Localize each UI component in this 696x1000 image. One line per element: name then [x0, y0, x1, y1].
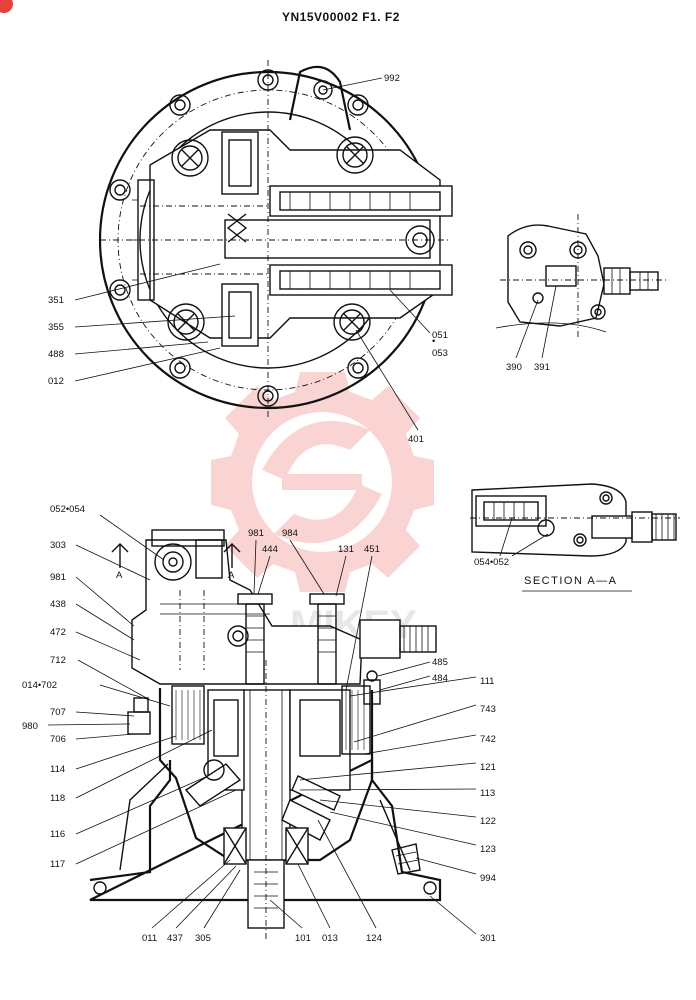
callout-303: 303: [50, 540, 66, 551]
corner-badge: [0, 0, 13, 13]
callout-390: 390: [506, 362, 522, 373]
callout-707: 707: [50, 707, 66, 718]
callout-054-052: 054•052: [474, 557, 509, 568]
callout-401: 401: [408, 434, 424, 445]
watermark-logo: [211, 372, 434, 592]
callout-051: 051: [432, 330, 448, 341]
callout-980: 980: [22, 721, 38, 732]
callout-305: 305: [195, 933, 211, 944]
callout-355: 355: [48, 322, 64, 333]
side-section-view: A A: [89, 529, 442, 940]
callout-114: 114: [50, 764, 65, 775]
callout-351: 351: [48, 295, 64, 306]
callout-743: 743: [480, 704, 496, 715]
callout-011: 011: [142, 933, 157, 944]
callout-712: 712: [50, 655, 66, 666]
callout-451: 451: [364, 544, 380, 555]
callout-391: 391: [534, 362, 550, 373]
top-view: [98, 60, 453, 420]
callout-014-702: 014•702: [22, 680, 57, 691]
callout-437: 437: [167, 933, 183, 944]
section-arrow-label: A: [116, 570, 123, 581]
callout-992: 992: [384, 73, 400, 84]
callout-101: 101: [295, 933, 311, 944]
callout-118: 118: [50, 793, 65, 804]
callout-121: 121: [480, 762, 496, 773]
section-arrow-label: A: [228, 570, 235, 581]
drawing-title: YN15V00002 F1. F2: [282, 10, 400, 24]
callout-111: 111: [480, 676, 494, 687]
top-view-callouts: 992 351 355 488 012 051 • 053 401: [48, 73, 448, 445]
callout-484: 484: [432, 673, 448, 684]
svg-text:•: •: [432, 336, 435, 347]
callout-984: 984: [282, 528, 298, 539]
section-a-a-view: 054•052 SECTION A—A: [470, 483, 680, 592]
callout-438: 438: [50, 599, 66, 610]
callout-706: 706: [50, 734, 66, 745]
callout-488: 488: [48, 349, 64, 360]
callout-124: 124: [366, 933, 382, 944]
callout-013: 013: [322, 933, 338, 944]
callout-012: 012: [48, 376, 64, 387]
section-title: SECTION A—A: [524, 575, 618, 587]
callout-472: 472: [50, 627, 66, 638]
detail-view-390-391: 390 391: [495, 214, 666, 373]
callout-053: 053: [432, 348, 448, 359]
callout-117: 117: [50, 859, 65, 870]
callout-981: 981: [50, 572, 66, 583]
callout-122: 122: [480, 816, 496, 827]
side-view-callouts: 052•054 303 981 438 472 712 014•702 707 …: [22, 504, 496, 944]
callout-742: 742: [480, 734, 496, 745]
callout-444: 444: [262, 544, 278, 555]
callout-301: 301: [480, 933, 496, 944]
callout-113: 113: [480, 788, 495, 799]
callout-123: 123: [480, 844, 496, 855]
callout-052-054: 052•054: [50, 504, 85, 515]
callout-485: 485: [432, 657, 448, 668]
callout-116: 116: [50, 829, 65, 840]
callout-994: 994: [480, 873, 496, 884]
callout-131: 131: [338, 544, 354, 555]
callout-981: 981: [248, 528, 264, 539]
